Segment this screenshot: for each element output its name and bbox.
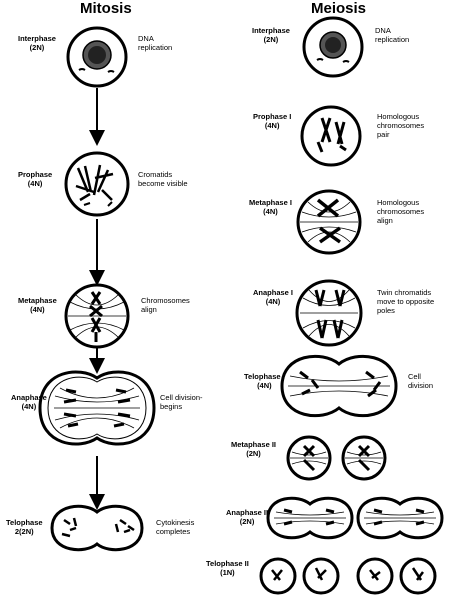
meiosis-anaphase-i-cell: [295, 279, 363, 347]
mitosis-interphase-desc: DNA replication: [138, 34, 173, 52]
meiosis-metaphase-ii-cells: [286, 435, 387, 481]
meiosis-prophase-i-cell: [300, 105, 362, 167]
mitosis-interphase-cell: [66, 26, 128, 88]
mitosis-telophase-label: Telophase 2(2N): [6, 518, 43, 536]
meiosis-metaphase-ii-label: Metaphase II (2N): [231, 440, 277, 458]
mitosis-anaphase-label: Anaphase (4N): [11, 393, 47, 411]
meiosis-telophase-i-cell: [280, 354, 398, 418]
mitosis-anaphase-cell: [38, 370, 156, 446]
mitosis-prophase-label: Prophase (4N): [18, 170, 53, 188]
mitosis-metaphase-desc: Chromosomes align: [141, 296, 190, 314]
mitosis-metaphase-cell: [64, 283, 130, 349]
meiosis-interphase-label: Interphase (2N): [252, 26, 290, 44]
mitosis-prophase-cell: [64, 151, 130, 217]
meiosis-anaphase-ii-label: Anaphase II (2N): [226, 508, 269, 526]
meiosis-metaphase-i-label: Metaphase I (4N): [249, 198, 292, 216]
mitosis-anaphase-desc: Cell division- begins: [160, 393, 203, 411]
meiosis-metaphase-i-desc: Homologous chromosomes align: [377, 198, 425, 225]
meiosis-telophase-ii-cells: [259, 557, 437, 595]
meiosis-anaphase-i-label: Anaphase I (4N): [253, 288, 294, 306]
mitosis-telophase-desc: Cytokinesis completes: [156, 518, 195, 536]
mitosis-prophase-desc: Cromatids become visible: [138, 170, 188, 188]
mitosis-telophase-cell: [50, 504, 144, 552]
meiosis-telophase-i-label: Telophase I (4N): [244, 372, 285, 390]
mitosis-metaphase-label: Metaphase (4N): [18, 296, 57, 314]
meiosis-interphase-desc: DNA replication: [375, 26, 410, 44]
meiosis-prophase-i-desc: Homologous chromosomes pair: [377, 112, 425, 139]
meiosis-telophase-i-desc: Cell division: [408, 372, 434, 390]
meiosis-metaphase-i-cell: [296, 189, 362, 255]
mitosis-title: Mitosis: [80, 0, 132, 17]
mitosis-interphase-label: Interphase (2N): [18, 34, 56, 52]
meiosis-title: Meiosis: [311, 0, 367, 17]
meiosis-prophase-i-label: Prophase I (4N): [253, 112, 292, 130]
meiosis-anaphase-ii-cells: [266, 496, 444, 540]
meiosis-interphase-cell: [302, 16, 364, 78]
meiosis-telophase-ii-label: Telophase II (1N): [206, 559, 249, 577]
meiosis-anaphase-i-desc: Twin chromatids move to opposite poles: [377, 288, 435, 315]
